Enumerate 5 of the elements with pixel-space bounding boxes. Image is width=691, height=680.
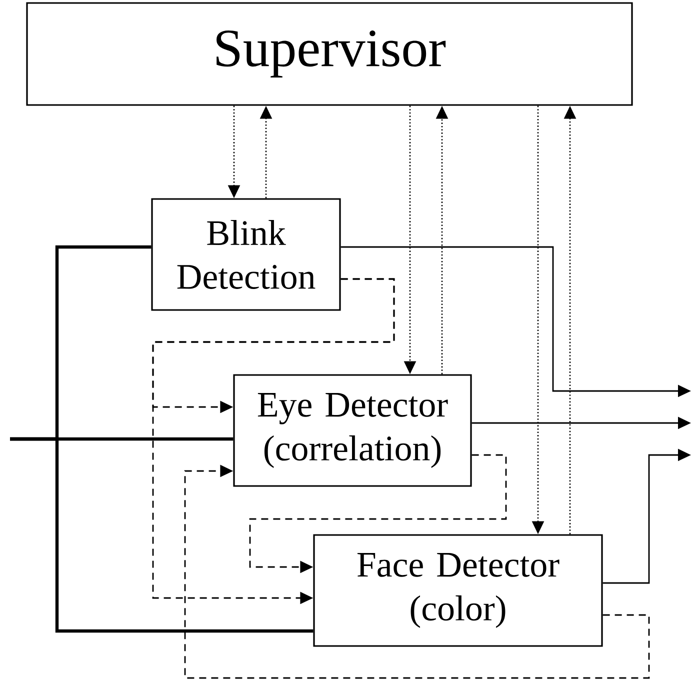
process-box: Face Detector (color) bbox=[313, 534, 603, 647]
supervisor-box: Supervisor bbox=[26, 2, 633, 106]
process-box: Eye Detector (correlation) bbox=[233, 374, 472, 487]
process-box: Blink Detection bbox=[151, 198, 341, 311]
arrow bbox=[184, 464, 650, 679]
